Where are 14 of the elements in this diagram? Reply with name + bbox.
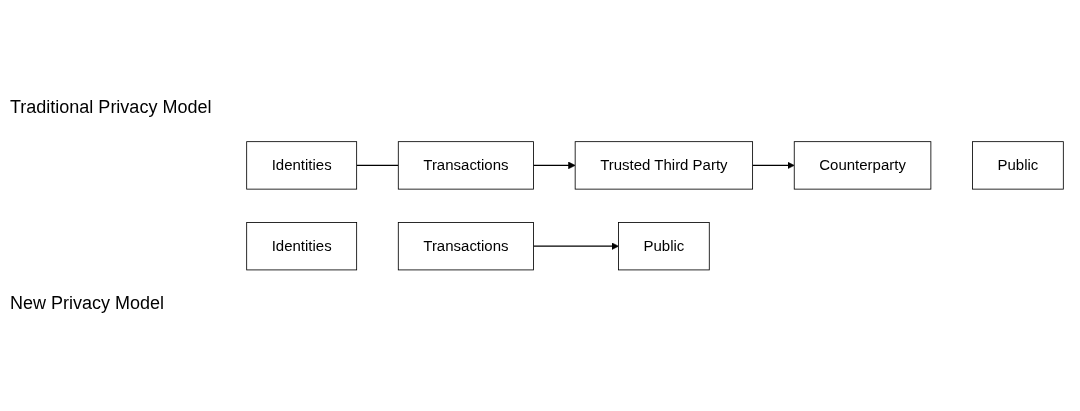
node-box: Counterparty — [793, 140, 932, 190]
arrow — [532, 161, 576, 169]
node-box: Public — [972, 140, 1064, 190]
arrow — [751, 161, 795, 169]
section-heading: Traditional Privacy Model — [10, 97, 213, 119]
node-box: Trusted Third Party — [574, 140, 753, 190]
node-box: Transactions — [397, 140, 534, 190]
node-box: Identities — [246, 221, 358, 271]
arrow — [532, 242, 619, 250]
node-box: Identities — [246, 140, 358, 190]
section-heading: New Privacy Model — [10, 292, 166, 314]
node-box: Transactions — [397, 221, 534, 271]
node-box: Public — [618, 221, 710, 271]
connector — [356, 164, 399, 166]
